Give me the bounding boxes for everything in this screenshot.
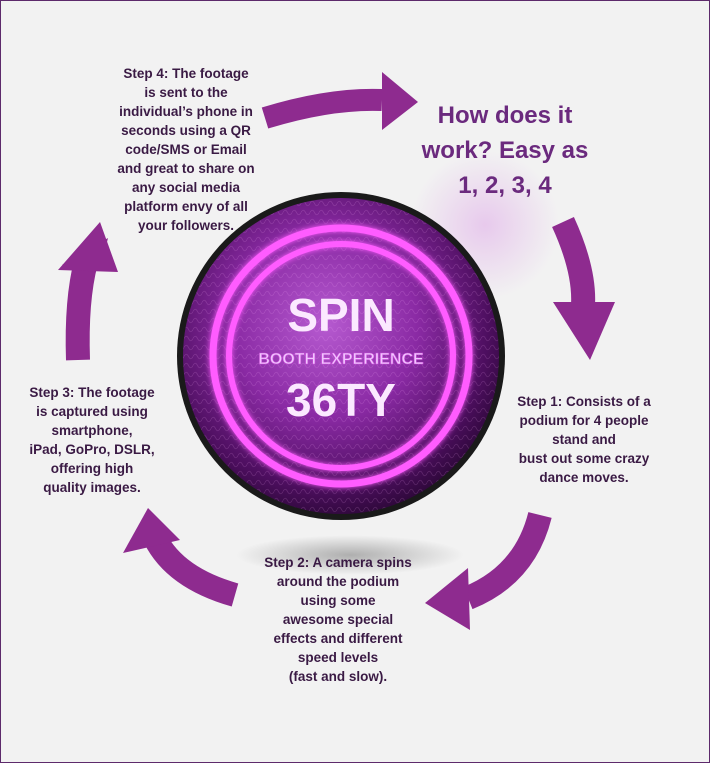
logo-neon-ring-outer xyxy=(209,224,473,488)
arrow-heading-to-step1 xyxy=(552,217,615,360)
arrow-step2-to-step3 xyxy=(123,508,239,607)
spin-36ty-logo: SPIN BOOTH EXPERIENCE 36TY xyxy=(177,192,505,520)
logo-text-booth-experience: BOOTH EXPERIENCE xyxy=(258,351,424,368)
diagram-heading: How does it work? Easy as 1, 2, 3, 4 xyxy=(421,102,589,199)
arrow-step3-to-step4 xyxy=(58,222,118,361)
step-4-description: Step 4: The footage is sent to the indiv… xyxy=(117,66,255,233)
logo-text-spin: SPIN xyxy=(287,289,394,341)
step-1-description: Step 1: Consists of a podium for 4 peopl… xyxy=(517,394,651,485)
logo-text-36ty: 36TY xyxy=(286,374,396,426)
step-2-description: Step 2: A camera spins around the podium… xyxy=(264,555,412,684)
arrow-step1-to-step2 xyxy=(425,511,552,630)
step-2-shadow xyxy=(235,535,465,575)
logo-neon-ring-inner xyxy=(226,241,456,471)
step-3-description: Step 3: The footage is captured using sm… xyxy=(29,385,155,495)
arrow-step4-to-heading xyxy=(261,72,418,130)
